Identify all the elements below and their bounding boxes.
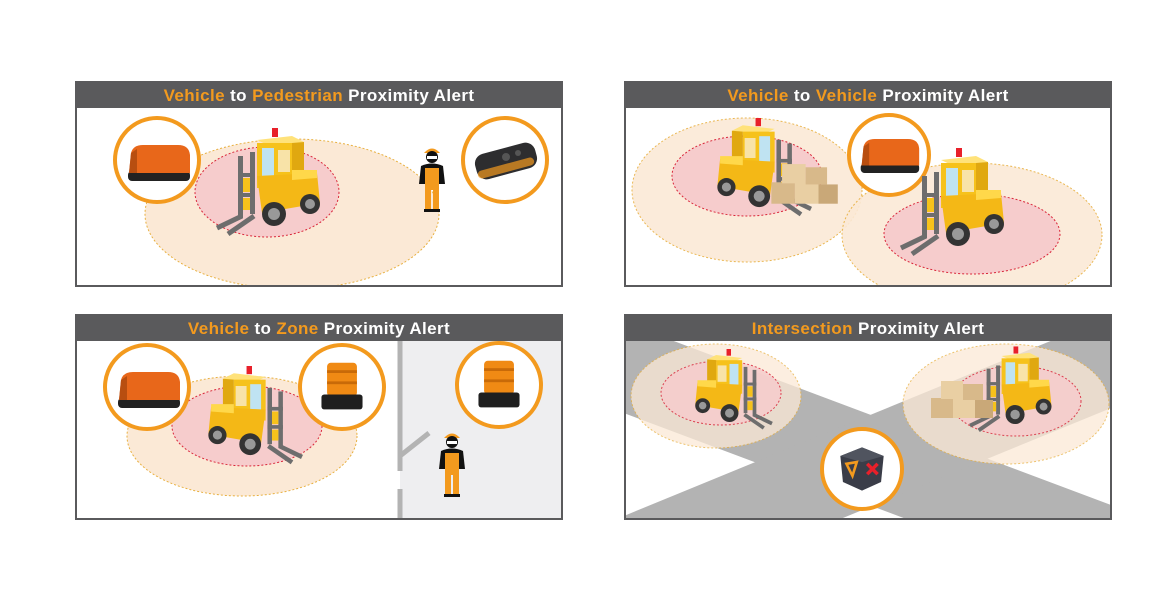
title-segment: Pedestrian: [252, 86, 343, 105]
panel-vehicle-to-pedestrian: Vehicle to Pedestrian Proximity Alert: [75, 81, 563, 287]
title-segment: Proximity Alert: [318, 319, 451, 338]
panel-intersection: Intersection Proximity Alert: [624, 314, 1112, 520]
panel-title: Vehicle to Pedestrian Proximity Alert: [77, 83, 561, 108]
panel-vehicle-to-vehicle: Vehicle to Vehicle Proximity Alert: [624, 81, 1112, 287]
vehicle-to-pedestrian-illustration: [113, 116, 549, 285]
vehicle-tag-icon: [128, 145, 190, 181]
title-segment: to: [788, 86, 816, 105]
title-segment: to: [224, 86, 253, 105]
title-segment: Vehicle: [815, 86, 878, 105]
panel-title: Intersection Proximity Alert: [626, 316, 1110, 341]
panel-vehicle-to-zone: Vehicle to Zone Proximity Alert: [75, 314, 563, 520]
vehicle-to-vehicle-illustration: [631, 113, 1103, 285]
panel-title: Vehicle to Zone Proximity Alert: [77, 316, 561, 341]
title-segment: Proximity Alert: [852, 319, 985, 338]
zone-wall: [397, 341, 431, 518]
intersection-illustration: [626, 341, 1110, 518]
title-segment: Vehicle: [163, 86, 225, 105]
vehicle-to-zone-illustration: [103, 341, 561, 518]
title-segment: Zone: [276, 319, 319, 338]
title-segment: Vehicle: [727, 86, 789, 105]
title-segment: Intersection: [751, 319, 853, 338]
panel-title: Vehicle to Vehicle Proximity Alert: [626, 83, 1110, 108]
title-segment: to: [249, 319, 277, 338]
vehicle-tag-icon: [118, 372, 180, 408]
title-segment: Vehicle: [187, 319, 250, 338]
title-segment: Proximity Alert: [877, 86, 1009, 105]
title-segment: Proximity Alert: [343, 86, 475, 105]
zone-beacon-icon: [478, 360, 520, 408]
zone-beacon-icon: [321, 362, 363, 410]
vehicle-tag-icon: [860, 139, 920, 173]
